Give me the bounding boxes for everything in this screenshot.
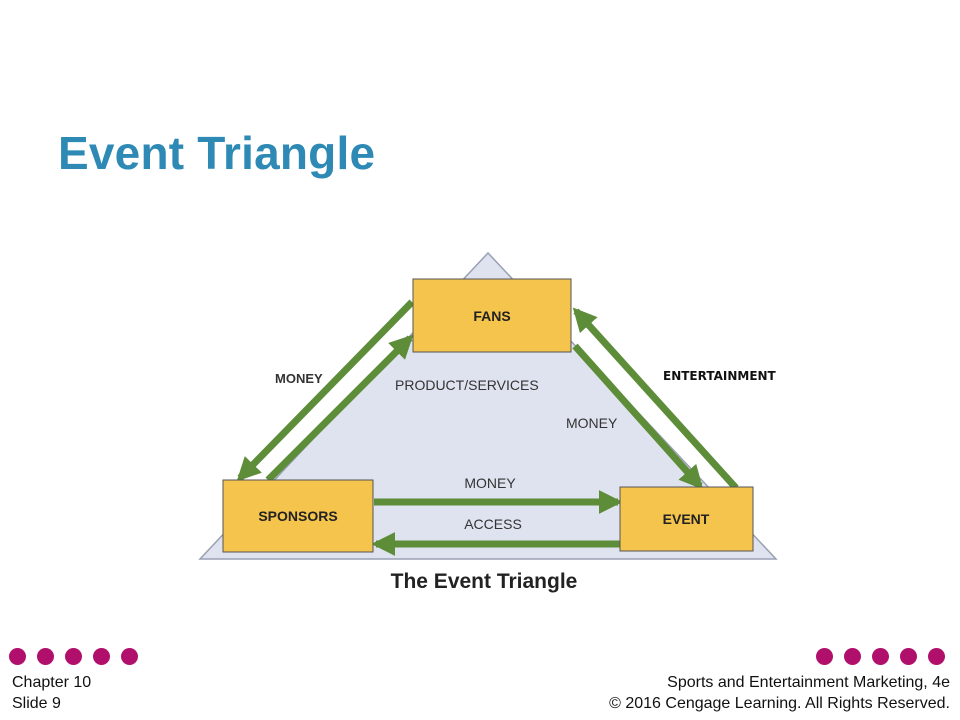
footer-copyright: © 2016 Cengage Learning. All Rights Rese… <box>609 695 950 712</box>
label-sponsors-to-event-money: MONEY <box>464 475 516 491</box>
arrow-sponsors-to-fans <box>265 334 414 483</box>
decorative-dot <box>900 648 917 665</box>
decorative-dot <box>928 648 945 665</box>
footer-right: Sports and Entertainment Marketing, 4e ©… <box>609 672 950 714</box>
decorative-dot <box>9 648 26 665</box>
footer-slide-number: Slide 9 <box>12 695 61 712</box>
decorative-dot <box>844 648 861 665</box>
diagram-caption: The Event Triangle <box>391 570 578 593</box>
fans-label: FANS <box>473 308 510 324</box>
label-event-to-fans-entertainment: ENTERTAINMENT <box>663 369 776 383</box>
label-sponsors-to-fans-product-services: PRODUCT/SERVICES <box>395 377 539 393</box>
arrow-fans-to-sponsors <box>236 299 415 482</box>
footer-chapter: Chapter 10 <box>12 674 92 691</box>
decorative-dots-right <box>816 648 945 665</box>
label-fans-to-sponsors-money: MONEY <box>275 371 323 386</box>
fans-node: FANS <box>412 278 572 353</box>
decorative-dot <box>65 648 82 665</box>
event-label: EVENT <box>663 511 710 527</box>
sponsors-node: SPONSORS <box>222 479 374 553</box>
decorative-dot <box>37 648 54 665</box>
footer-book-title: Sports and Entertainment Marketing, 4e <box>667 674 950 691</box>
arrow-fans-to-event <box>572 343 704 490</box>
footer-left: Chapter 10 Slide 9 <box>12 672 91 714</box>
decorative-dot <box>93 648 110 665</box>
label-fans-to-event-money: MONEY <box>566 415 618 431</box>
sponsors-label: SPONSORS <box>258 508 337 524</box>
decorative-dot <box>121 648 138 665</box>
label-event-to-sponsors-access: ACCESS <box>464 516 522 532</box>
decorative-dots-left <box>9 648 138 665</box>
decorative-dot <box>872 648 889 665</box>
slide-title: Event Triangle <box>58 127 376 179</box>
event-node: EVENT <box>619 486 754 552</box>
decorative-dot <box>816 648 833 665</box>
arrow-event-to-fans <box>572 307 739 491</box>
